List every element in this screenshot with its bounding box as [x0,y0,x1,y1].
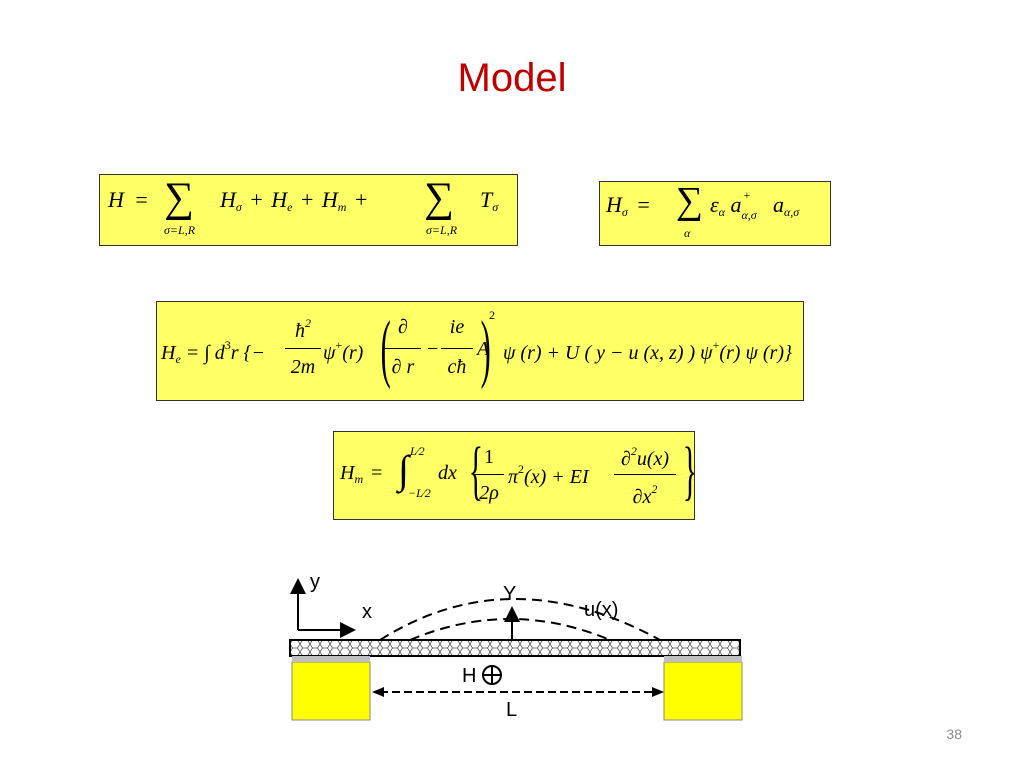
two-m: 2m [290,356,316,378]
partial-r: ∂ r [391,356,415,378]
sum-symbol: ∑ [676,181,704,222]
nanotube-beam [289,639,741,657]
dx2-denominator: ∂x2 [632,482,658,508]
sigma-sub: σ [621,205,628,219]
m-sub: m [337,200,347,214]
deflection-label: u(x) [584,599,618,621]
sum-index: α [684,226,691,240]
equals-sign: = [135,187,148,212]
fraction-bar-2 [614,474,676,475]
one: 1 [484,446,494,468]
length-arrowhead-left [372,687,384,697]
plus-1: + [250,187,263,212]
hamiltonian-total-box: H = ∑ σ=L,R Hσ + He + Hm + ∑ σ=L,R Tσ [99,174,518,246]
right-paren: ) [480,306,491,390]
alpha-sub: α [718,205,725,219]
creation-operator: a [730,192,742,217]
right-support [663,661,743,721]
magnetic-field-label: H [462,665,476,687]
epsilon-symbol: ε [710,192,719,217]
c-hbar: cħ [447,356,467,378]
dx: dx [438,462,457,484]
left-support-top [292,656,370,662]
right-brace: } [683,436,694,506]
h-sigma-symbol: H [220,187,236,212]
sum-index-1: σ=L,R [164,223,196,237]
hamiltonian-sigma-box: Hσ = ∑ α εα a+α,σ aα,σ [599,181,831,246]
partial: ∂ [398,316,408,338]
alpha-sigma-sub-2: α,σ [783,205,800,219]
y-axis-label: y [310,571,320,593]
upper-limit: L⁄2 [410,444,425,458]
d2u-numerator: ∂2u(x) [620,444,670,470]
equals-sign: = [637,192,650,217]
hamiltonian-electron-box: He = ∫ d3r {− ħ2 2m ψ+(r) ( ∂ ∂ r − ie c… [156,301,804,401]
sum-index-2: σ=L,R [426,223,458,237]
fraction-bar-1 [285,348,321,349]
right-support-top [664,656,742,662]
left-support [291,661,371,721]
of-r: (r) [342,342,364,364]
ie: ie [449,316,465,338]
fraction-bar-3 [441,348,473,349]
potential-term: ψ (r) + U ( y − u (x, z) ) ψ [503,342,713,364]
sum-symbol-2: ∑ [424,175,454,221]
psi-plus: ψ [323,342,336,364]
lower-limit: −L⁄2 [408,486,431,500]
displacement-label: Y [503,583,516,605]
pi-square: 2 [518,462,525,476]
tail-end: (r) ψ (r)} [719,342,792,364]
alpha-sigma-sub-1: α,σ [741,208,757,222]
h-symbol: H [108,187,124,212]
nanotube-resonator-diagram: y x Y u(x) H L [289,571,743,721]
e-sub: e [175,352,181,366]
equals-sign: = [371,462,383,484]
sigma-sub-2: σ [492,200,499,214]
fraction-bar-2 [385,348,421,349]
of-x-plus-ei: (x) + EI [524,466,589,488]
h-symbol: H [606,192,622,217]
m-sub: m [354,472,364,486]
two-rho: 2ρ [479,482,499,504]
deflection-curve-lower [409,618,611,641]
h-e-symbol: H [271,187,288,212]
dagger-sup: + [743,188,751,202]
plus-3: + [354,187,368,212]
fraction-bar-1 [474,474,504,475]
plus-sup-2: + [712,338,720,352]
integral-symbol: ∫ [398,447,409,492]
h-symbol: H [340,462,355,484]
left-brace: { [468,434,483,507]
length-arrowhead-right [652,687,664,697]
sigma-sub: σ [235,200,242,214]
length-label: L [506,699,517,721]
r-brace: r {− [230,342,266,364]
minus-sign: − [427,338,439,360]
cube-sup: 3 [224,338,231,352]
field-out-of-plane-icon [482,665,502,685]
slide-title: Model [457,56,567,100]
sum-symbol-1: ∑ [164,175,194,221]
deflection-curve-upper [379,598,661,641]
hbar-squared: ħ2 [295,316,311,342]
page-number: 38 [946,726,962,742]
outer-square: 2 [489,308,495,322]
plus-sup: + [335,338,343,352]
integral-prefix: = ∫ d [185,342,225,364]
pi-symbol: π [508,466,519,488]
t-symbol: T [480,187,493,212]
h-m-symbol: H [321,187,338,212]
hamiltonian-mechanical-box: Hm = ∫ L⁄2 −L⁄2 dx { 1 2ρ π2(x) + EI ∂2u… [333,431,695,520]
plus-2: + [300,187,314,212]
e-sub: e [287,200,293,214]
x-axis-label: x [362,601,372,623]
h-symbol: H [161,342,176,364]
annihilation-operator: a [772,192,784,217]
vector-potential: A [477,338,490,360]
